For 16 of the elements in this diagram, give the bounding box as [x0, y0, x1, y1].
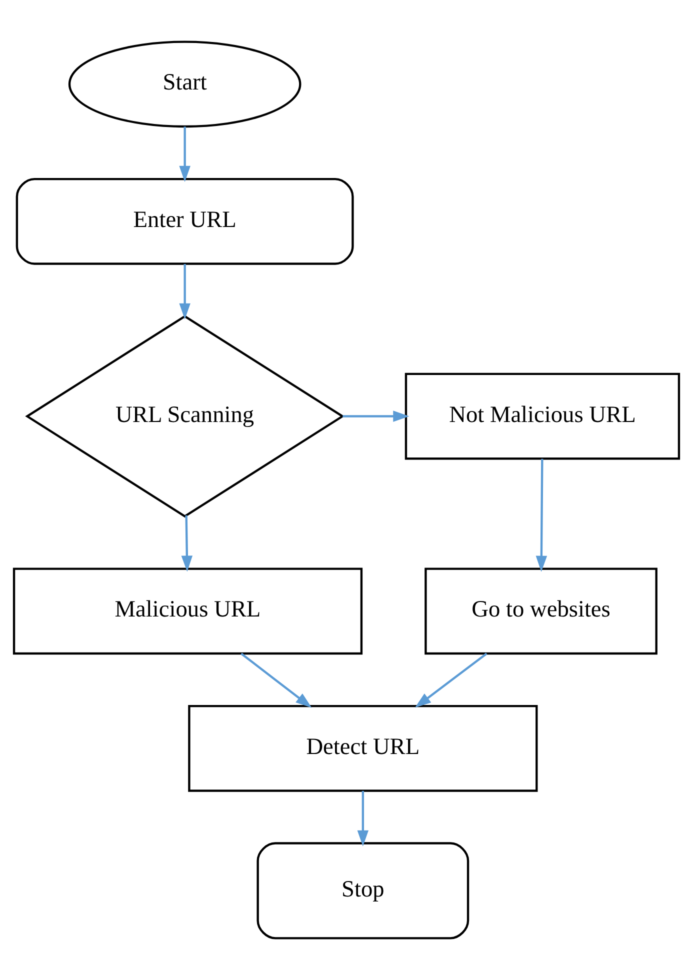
- node-box: Enter URL: [16, 178, 354, 265]
- arrow: [179, 264, 190, 320]
- node-box: Go to websites: [424, 568, 658, 655]
- node-box: Detect URL: [188, 704, 538, 792]
- arrow: [414, 652, 488, 708]
- node-ellipse: Start: [68, 40, 302, 128]
- arrow: [342, 410, 410, 422]
- node-box: Not Malicious URL: [404, 372, 680, 460]
- arrow: [536, 458, 548, 572]
- arrow: [240, 652, 312, 708]
- node-diamond: URL Scanning: [25, 314, 345, 518]
- node-box: Stop: [256, 842, 470, 940]
- arrow: [357, 790, 369, 846]
- arrow: [179, 126, 190, 182]
- node-box: Malicious URL: [12, 568, 363, 655]
- arrow: [181, 515, 193, 572]
